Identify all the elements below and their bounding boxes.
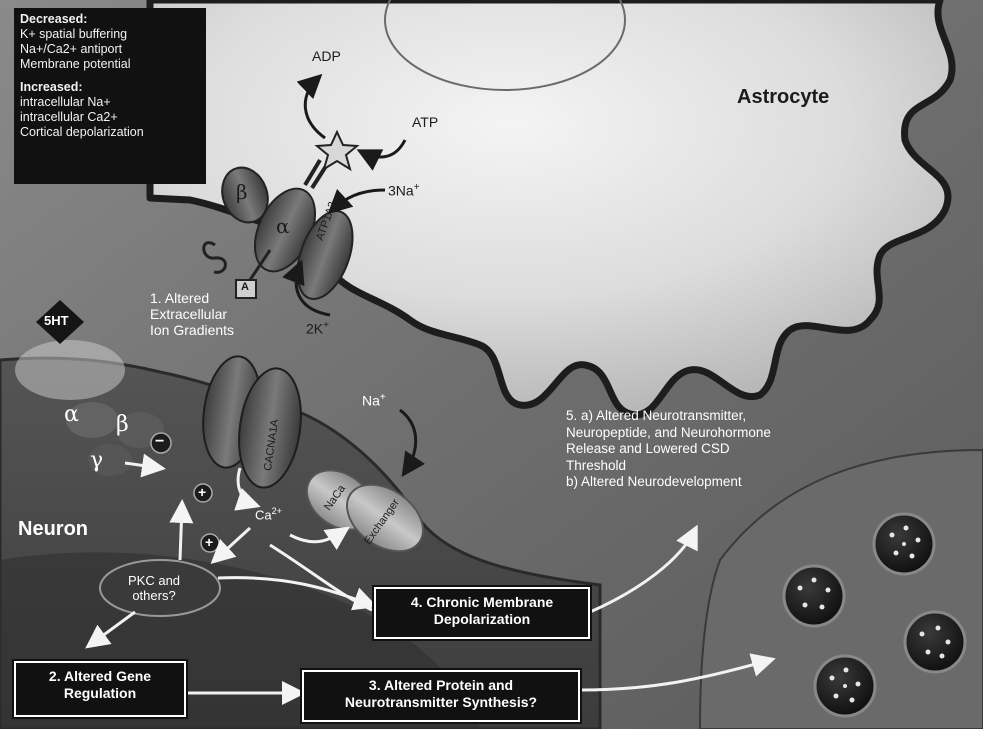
calcium-label-charge: 2+ <box>272 506 282 516</box>
box-line: Regulation <box>24 685 176 702</box>
box-line: 4. Chronic Membrane <box>384 594 580 611</box>
box-line: 3. Altered Protein and <box>312 677 570 694</box>
increased-item: intracellular Ca2+ <box>20 110 200 125</box>
pump-beta-subunit-label: β <box>236 180 248 204</box>
channel-gamma-label: γ <box>90 448 103 473</box>
outcome-line: Release and Lowered CSD <box>566 441 771 458</box>
increased-item: intracellular Na+ <box>20 95 200 110</box>
plus-sign: + <box>198 484 206 500</box>
decreased-item: Membrane potential <box>20 57 200 72</box>
adp-label: ADP <box>312 48 341 64</box>
gradient-line: Ion Gradients <box>150 322 234 338</box>
box-chronic-membrane-depolarization: 4. Chronic Membrane Depolarization <box>374 587 590 639</box>
neuron-label: Neuron <box>18 518 88 541</box>
sodium-label: 3Na+ <box>388 182 420 199</box>
box-altered-gene-regulation: 2. Altered Gene Regulation <box>14 661 186 717</box>
box-line: Depolarization <box>384 611 580 628</box>
pkc-line: PKC and <box>128 573 180 588</box>
gradient-line: Extracellular <box>150 306 234 322</box>
astrocyte-label: Astrocyte <box>737 86 829 109</box>
channel-beta-label: β <box>116 412 129 437</box>
minus-sign: − <box>155 433 164 451</box>
increased-heading: Increased: <box>20 80 200 95</box>
serotonin-label: 5HT <box>44 313 69 328</box>
atp-label: ATP <box>412 114 438 130</box>
decreased-item: Na+/Ca2+ antiport <box>20 42 200 57</box>
calcium-label-text: Ca <box>255 507 272 522</box>
box-line: 2. Altered Gene <box>24 668 176 685</box>
pump-alpha-subunit-label: α <box>276 214 290 238</box>
sodium-ion-label: Na+ <box>362 392 386 409</box>
channel-alpha-label: α <box>64 402 79 427</box>
pkc-label: PKC and others? <box>128 573 180 603</box>
outcome-line: Threshold <box>566 458 771 475</box>
potassium-label: 2K+ <box>306 320 329 337</box>
sodium-ion-label-charge: + <box>380 392 386 403</box>
increased-item: Cortical depolarization <box>20 125 200 140</box>
outcome-line: Neuropeptide, and Neurohormone <box>566 425 771 442</box>
outcome-line: b) Altered Neurodevelopment <box>566 474 771 491</box>
pkc-line: others? <box>128 588 180 603</box>
potassium-label-charge: + <box>323 320 329 331</box>
potassium-label-text: 2K <box>306 321 323 337</box>
sodium-ion-label-text: Na <box>362 393 380 409</box>
outcome-line: 5. a) Altered Neurotransmitter, <box>566 408 771 425</box>
sodium-label-text: 3Na <box>388 183 414 199</box>
box-line: Neurotransmitter Synthesis? <box>312 694 570 711</box>
ion-change-summary-panel: Decreased: K+ spatial buffering Na+/Ca2+… <box>14 8 206 184</box>
subunit-a-label: A <box>241 281 249 293</box>
plus-sign: + <box>205 534 213 550</box>
outcome-5-note: 5. a) Altered Neurotransmitter, Neuropep… <box>566 408 771 491</box>
calcium-label: Ca2+ <box>255 506 282 522</box>
gradient-line: 1. Altered <box>150 290 234 306</box>
gradient-note: 1. Altered Extracellular Ion Gradients <box>150 290 234 338</box>
decreased-heading: Decreased: <box>20 12 200 27</box>
sodium-label-charge: + <box>414 182 420 193</box>
box-altered-protein-synthesis: 3. Altered Protein and Neurotransmitter … <box>302 670 580 722</box>
decreased-item: K+ spatial buffering <box>20 27 200 42</box>
